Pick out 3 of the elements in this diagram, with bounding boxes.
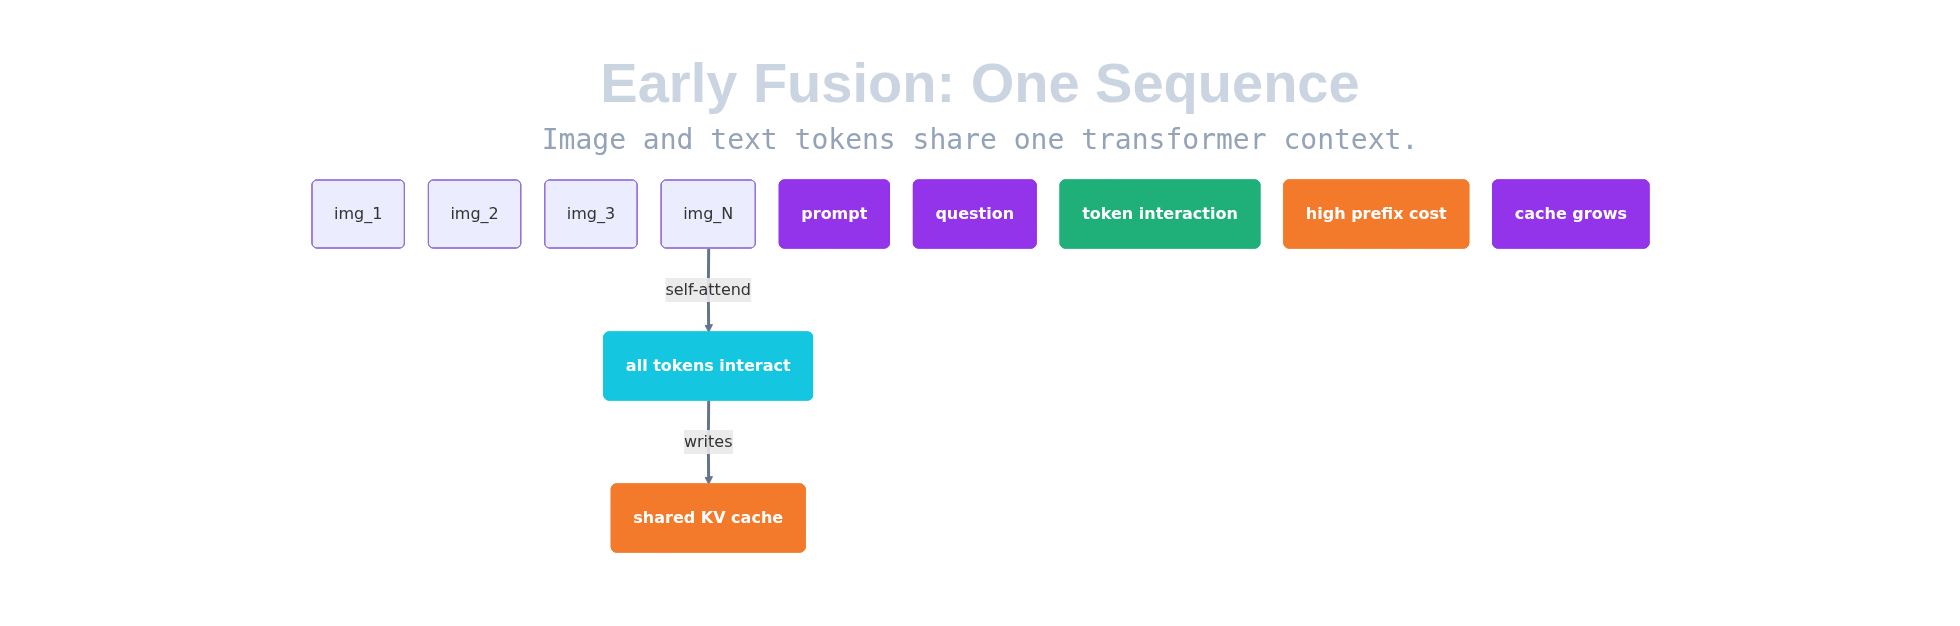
edge-label: writes [683,432,732,451]
subtitle: Image and text tokens share one transformer context. [540,123,1420,156]
edge-label: self-attend [664,280,751,299]
